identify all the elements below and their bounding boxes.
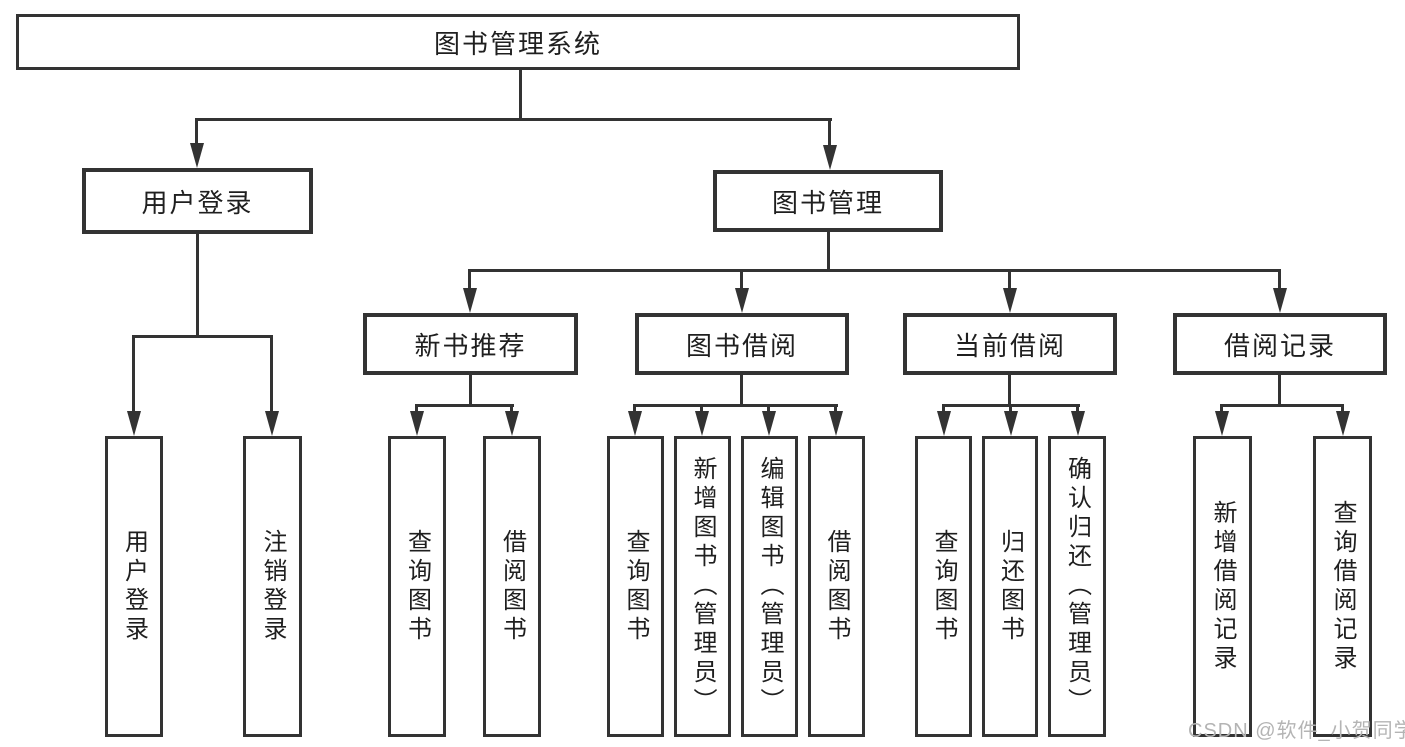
arrow-down-icon <box>823 145 837 170</box>
connector-line <box>1341 404 1344 414</box>
connector-line <box>510 404 513 414</box>
connector-line <box>633 404 636 414</box>
connector-line <box>196 234 199 337</box>
connector-line <box>469 375 472 407</box>
connector-line <box>1220 404 1344 407</box>
node-current-borrow: 当前借阅 <box>903 313 1117 375</box>
arrow-down-icon <box>1003 288 1017 313</box>
leaf-borrow-book-newrec: 借阅图书 <box>483 436 541 737</box>
connector-line <box>270 335 273 413</box>
leaf-query-borrow-record: 查询借阅记录 <box>1313 436 1372 737</box>
node-borrow-records: 借阅记录 <box>1173 313 1387 375</box>
connector-line <box>700 404 703 414</box>
leaf-query-book-current: 查询图书 <box>915 436 972 737</box>
node-user-login: 用户登录 <box>82 168 313 234</box>
connector-line <box>132 335 135 413</box>
connector-line <box>828 118 831 148</box>
leaf-edit-book-admin: 编辑图书（管理员） <box>741 436 798 737</box>
arrow-down-icon <box>937 411 951 436</box>
arrow-down-icon <box>1336 411 1350 436</box>
leaf-confirm-return-admin: 确认归还（管理员） <box>1048 436 1106 737</box>
connector-line <box>1076 404 1079 414</box>
connector-line <box>415 404 418 414</box>
node-book-borrow: 图书借阅 <box>635 313 849 375</box>
watermark: CSDN @软件_小贺同学 <box>1188 720 1405 742</box>
connector-line <box>519 68 522 120</box>
connector-line <box>740 375 743 407</box>
leaf-return-book: 归还图书 <box>982 436 1038 737</box>
arrow-down-icon <box>1273 288 1287 313</box>
connector-line <box>1008 269 1011 289</box>
arrow-down-icon <box>265 411 279 436</box>
leaf-add-borrow-record: 新增借阅记录 <box>1193 436 1252 737</box>
connector-line <box>468 269 1281 272</box>
connector-line <box>633 404 838 407</box>
connector-line <box>834 404 837 414</box>
arrow-down-icon <box>463 288 477 313</box>
leaf-borrow-book-borrow: 借阅图书 <box>808 436 865 737</box>
connector-line <box>767 404 770 414</box>
connector-line <box>942 404 945 414</box>
connector-line <box>740 269 743 289</box>
arrow-down-icon <box>1071 411 1085 436</box>
connector-line <box>1009 404 1012 414</box>
leaf-query-book-borrow: 查询图书 <box>607 436 664 737</box>
arrow-down-icon <box>1004 411 1018 436</box>
leaf-add-book-admin: 新增图书（管理员） <box>674 436 731 737</box>
connector-line <box>1278 269 1281 289</box>
arrow-down-icon <box>735 288 749 313</box>
connector-line <box>1220 404 1223 414</box>
node-book-mgmt: 图书管理 <box>713 170 943 232</box>
arrow-down-icon <box>762 411 776 436</box>
arrow-down-icon <box>695 411 709 436</box>
node-new-book-rec: 新书推荐 <box>363 313 578 375</box>
arrow-down-icon <box>505 411 519 436</box>
leaf-logout: 注销登录 <box>243 436 302 737</box>
arrow-down-icon <box>127 411 141 436</box>
arrow-down-icon <box>829 411 843 436</box>
leaf-user-login: 用户登录 <box>105 436 163 737</box>
connector-line <box>468 269 471 289</box>
connector-line <box>195 118 832 121</box>
connector-line <box>1278 375 1281 407</box>
connector-line <box>1008 375 1011 407</box>
arrow-down-icon <box>1215 411 1229 436</box>
leaf-query-book-newrec: 查询图书 <box>388 436 446 737</box>
connector-line <box>195 118 198 146</box>
node-root: 图书管理系统 <box>16 14 1020 70</box>
arrow-down-icon <box>410 411 424 436</box>
arrow-down-icon <box>628 411 642 436</box>
connector-line <box>132 335 273 338</box>
connector-line <box>415 404 514 407</box>
connector-line <box>827 232 830 271</box>
arrow-down-icon <box>190 143 204 168</box>
